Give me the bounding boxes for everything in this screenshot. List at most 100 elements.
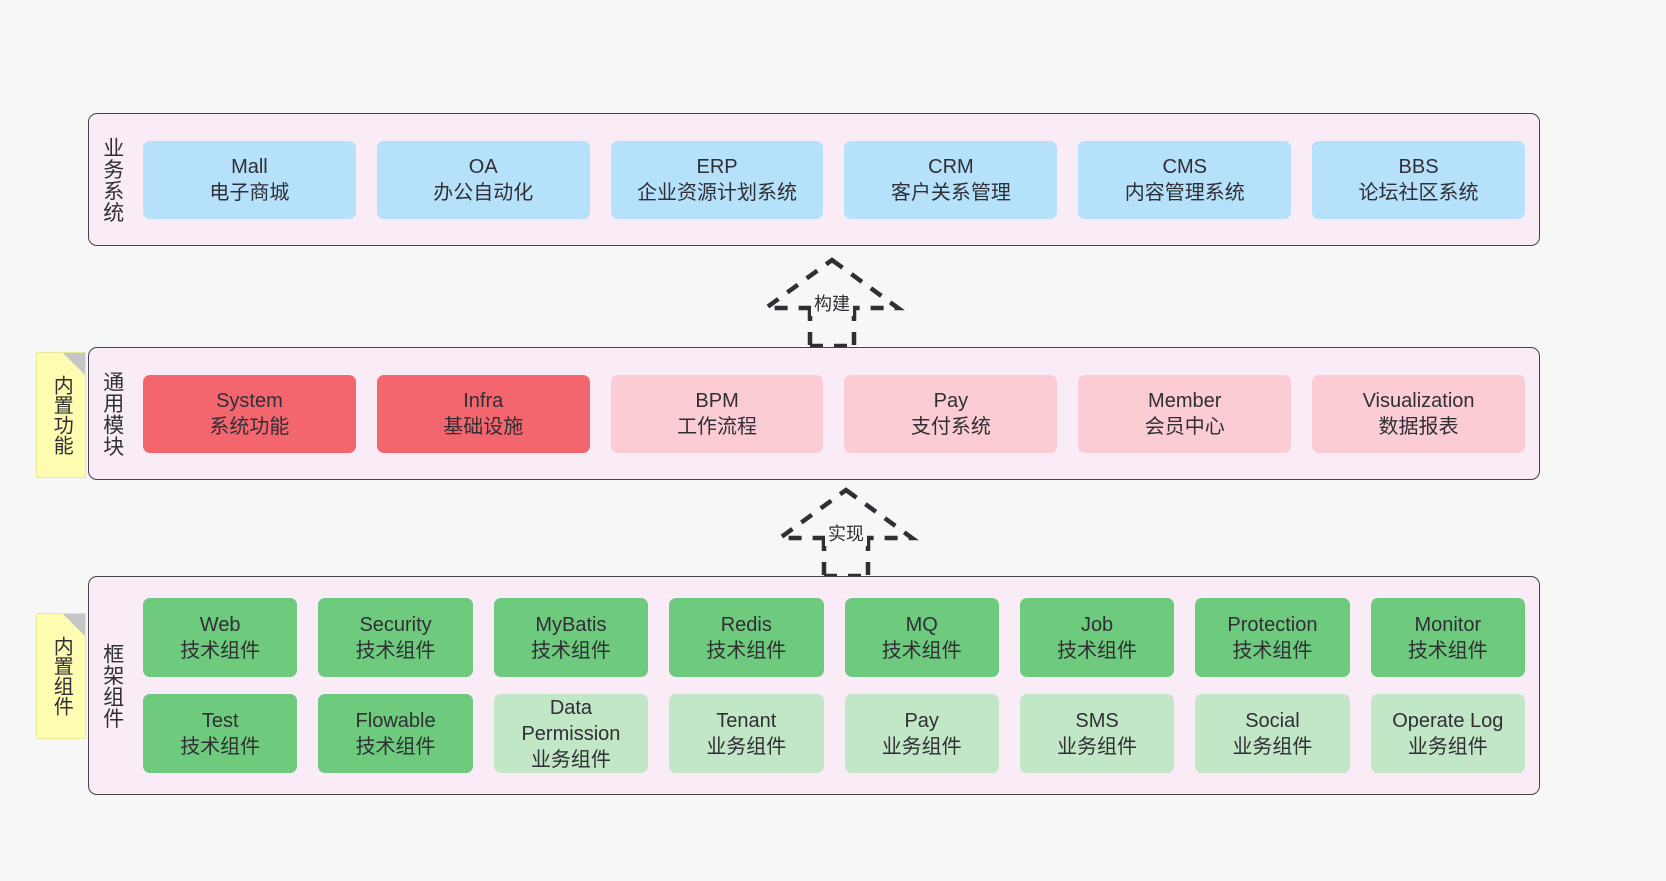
card-visualization[interactable]: Visualization 数据报表 bbox=[1312, 374, 1525, 453]
card-sms[interactable]: SMS 业务组件 bbox=[1019, 694, 1175, 773]
card-sms-name: SMS bbox=[1075, 709, 1119, 732]
card-social-desc: 业务组件 bbox=[1232, 735, 1313, 758]
card-oa-desc: 办公自动化 bbox=[433, 181, 534, 204]
card-member[interactable]: Member 会员中心 bbox=[1078, 374, 1292, 453]
layer-business-systems-title: 业务系统 bbox=[100, 136, 124, 223]
card-mybatis-name: MyBatis bbox=[535, 613, 607, 636]
framework-business-card-row: Test 技术组件 Flowable 技术组件 Data Permission … bbox=[143, 694, 1525, 773]
card-member-name: Member bbox=[1148, 389, 1222, 412]
card-operate-log-desc: 业务组件 bbox=[1407, 735, 1488, 758]
note-builtin-function: 内置功能 bbox=[36, 352, 86, 478]
card-flowable[interactable]: Flowable 技术组件 bbox=[318, 694, 473, 773]
card-web-name: Web bbox=[199, 613, 241, 636]
card-sms-desc: 业务组件 bbox=[1057, 735, 1138, 758]
card-data-permission-desc: 业务组件 bbox=[530, 748, 611, 771]
layer-framework-components: 框架组件 Web 技术组件 Security 技术组件 MyBatis 技术组件… bbox=[88, 576, 1540, 795]
note-builtin-function-label: 内置功能 bbox=[50, 375, 73, 455]
card-monitor-name: Monitor bbox=[1414, 613, 1482, 636]
card-erp[interactable]: ERP 企业资源计划系统 bbox=[610, 140, 824, 219]
card-crm-name: CRM bbox=[928, 155, 974, 178]
business-systems-card-row: Mall 电子商城 OA 办公自动化 ERP 企业资源计划系统 CRM 客户关系… bbox=[143, 140, 1525, 219]
card-pay-module[interactable]: Pay 支付系统 bbox=[844, 374, 1058, 453]
card-bbs[interactable]: BBS 论坛社区系统 bbox=[1312, 140, 1525, 219]
layer-business-systems: 业务系统 Mall 电子商城 OA 办公自动化 ERP 企业资源计划系统 CRM bbox=[88, 113, 1540, 246]
card-security-desc: 技术组件 bbox=[355, 639, 436, 662]
card-bpm[interactable]: BPM 工作流程 bbox=[610, 374, 824, 453]
card-protection[interactable]: Protection 技术组件 bbox=[1195, 598, 1350, 677]
card-redis-name: Redis bbox=[720, 613, 772, 636]
card-cms-desc: 内容管理系统 bbox=[1124, 181, 1245, 204]
connector-implement: 实现 bbox=[766, 486, 926, 579]
card-mall-name: Mall bbox=[231, 155, 268, 178]
card-social[interactable]: Social 业务组件 bbox=[1195, 694, 1350, 773]
card-mybatis[interactable]: MyBatis 技术组件 bbox=[493, 598, 649, 677]
card-mq[interactable]: MQ 技术组件 bbox=[844, 598, 999, 677]
card-mall-desc: 电子商城 bbox=[209, 181, 290, 204]
card-data-permission-name: Data Permission bbox=[521, 696, 621, 745]
card-mall[interactable]: Mall 电子商城 bbox=[143, 140, 356, 219]
card-protection-desc: 技术组件 bbox=[1232, 639, 1313, 662]
card-protection-name: Protection bbox=[1227, 613, 1318, 636]
card-cms[interactable]: CMS 内容管理系统 bbox=[1078, 140, 1292, 219]
card-operate-log[interactable]: Operate Log 业务组件 bbox=[1370, 694, 1525, 773]
card-crm-desc: 客户关系管理 bbox=[890, 181, 1011, 204]
card-bpm-name: BPM bbox=[695, 389, 739, 412]
card-pay-component-name: Pay bbox=[904, 709, 939, 732]
card-redis[interactable]: Redis 技术组件 bbox=[669, 598, 824, 677]
card-web[interactable]: Web 技术组件 bbox=[143, 598, 298, 677]
card-pay-module-name: Pay bbox=[933, 389, 969, 412]
card-mq-desc: 技术组件 bbox=[881, 639, 962, 662]
layer-business-systems-body: Mall 电子商城 OA 办公自动化 ERP 企业资源计划系统 CRM 客户关系… bbox=[135, 114, 1539, 245]
card-member-desc: 会员中心 bbox=[1144, 415, 1225, 438]
card-visualization-name: Visualization bbox=[1362, 389, 1475, 412]
card-crm[interactable]: CRM 客户关系管理 bbox=[844, 140, 1058, 219]
card-oa-name: OA bbox=[468, 155, 498, 178]
card-job-name: Job bbox=[1080, 613, 1114, 636]
card-infra[interactable]: Infra 基础设施 bbox=[376, 374, 590, 453]
card-security[interactable]: Security 技术组件 bbox=[318, 598, 473, 677]
card-infra-name: Infra bbox=[463, 389, 504, 412]
layer-framework-components-title: 框架组件 bbox=[100, 642, 124, 729]
card-test-name: Test bbox=[201, 709, 239, 732]
card-system[interactable]: System 系统功能 bbox=[143, 374, 356, 453]
card-monitor-desc: 技术组件 bbox=[1407, 639, 1488, 662]
card-pay-module-desc: 支付系统 bbox=[910, 415, 991, 438]
card-flowable-desc: 技术组件 bbox=[355, 735, 436, 758]
framework-tech-card-row: Web 技术组件 Security 技术组件 MyBatis 技术组件 Redi… bbox=[143, 598, 1525, 677]
layer-common-modules-title: 通用模块 bbox=[100, 370, 124, 457]
card-test-desc: 技术组件 bbox=[180, 735, 261, 758]
card-oa[interactable]: OA 办公自动化 bbox=[376, 140, 590, 219]
card-erp-name: ERP bbox=[696, 155, 738, 178]
card-operate-log-name: Operate Log bbox=[1392, 709, 1504, 732]
card-flowable-name: Flowable bbox=[355, 709, 436, 732]
layer-framework-components-body: Web 技术组件 Security 技术组件 MyBatis 技术组件 Redi… bbox=[135, 577, 1539, 794]
card-pay-component[interactable]: Pay 业务组件 bbox=[844, 694, 999, 773]
card-web-desc: 技术组件 bbox=[180, 639, 261, 662]
card-redis-desc: 技术组件 bbox=[706, 639, 787, 662]
card-test[interactable]: Test 技术组件 bbox=[143, 694, 298, 773]
card-bbs-name: BBS bbox=[1398, 155, 1439, 178]
card-job[interactable]: Job 技术组件 bbox=[1019, 598, 1175, 677]
card-tenant-name: Tenant bbox=[716, 709, 777, 732]
layer-common-modules: 通用模块 System 系统功能 Infra 基础设施 BPM 工作流程 Pay bbox=[88, 347, 1540, 480]
card-monitor[interactable]: Monitor 技术组件 bbox=[1370, 598, 1525, 677]
card-cms-name: CMS bbox=[1162, 155, 1207, 178]
note-builtin-component: 内置组件 bbox=[36, 613, 86, 739]
card-system-desc: 系统功能 bbox=[209, 415, 290, 438]
card-security-name: Security bbox=[359, 613, 432, 636]
card-data-permission[interactable]: Data Permission 业务组件 bbox=[493, 694, 649, 773]
card-erp-desc: 企业资源计划系统 bbox=[637, 181, 798, 204]
card-tenant-desc: 业务组件 bbox=[706, 735, 787, 758]
card-job-desc: 技术组件 bbox=[1057, 639, 1138, 662]
card-tenant[interactable]: Tenant 业务组件 bbox=[669, 694, 824, 773]
card-mq-name: MQ bbox=[905, 613, 938, 636]
card-bpm-desc: 工作流程 bbox=[677, 415, 758, 438]
connector-build-label: 构建 bbox=[811, 294, 853, 316]
connector-implement-label: 实现 bbox=[825, 524, 867, 546]
connector-build: 构建 bbox=[752, 256, 912, 349]
card-system-name: System bbox=[216, 389, 283, 412]
card-mybatis-desc: 技术组件 bbox=[530, 639, 611, 662]
card-social-name: Social bbox=[1245, 709, 1300, 732]
card-infra-desc: 基础设施 bbox=[443, 415, 524, 438]
